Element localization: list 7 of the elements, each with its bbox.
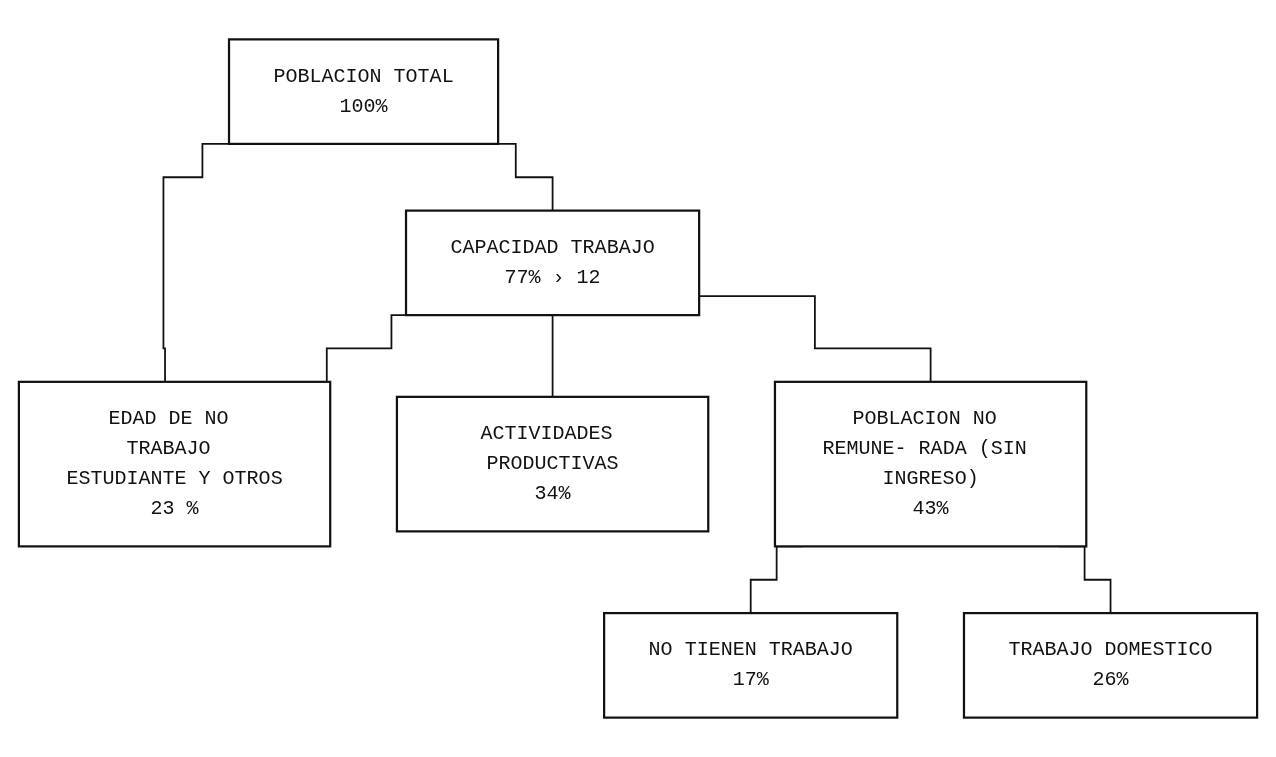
node-box: POBLACION NO REMUNE- RADA (SIN INGRESO) 43% [773,380,1088,548]
node-box: ACTIVIDADES PRODUCTIVAS 34% [395,395,710,533]
node-box: POBLACION TOTAL 100% [227,38,500,145]
node-box: TRABAJO DOMESTICO 26% [962,612,1259,719]
node-box: NO TIENEN TRABAJO 17% [603,612,899,719]
node-box: EDAD DE NO TRABAJO ESTUDIANTE Y OTROS 23 % [17,380,332,548]
node-box: CAPACIDAD TRABAJO 77% › 12 [404,209,701,317]
